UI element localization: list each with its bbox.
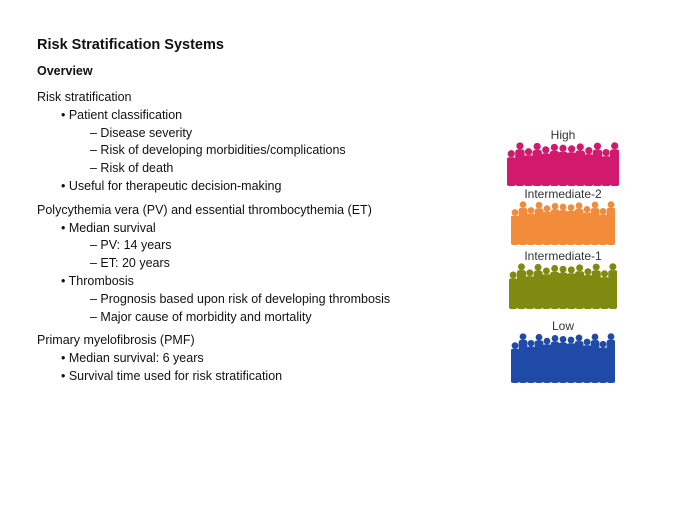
risk-group-label: Low bbox=[551, 319, 574, 333]
bullet-item: • Useful for therapeutic decision-making bbox=[61, 178, 282, 193]
risk-group-intermediate-1: Intermediate-1 bbox=[500, 249, 626, 309]
sub-bullet-item: – Risk of developing morbidities/complic… bbox=[90, 143, 346, 158]
section-heading: Polycythemia vera (PV) and essential thr… bbox=[37, 202, 372, 217]
bullet-item: • Median survival bbox=[61, 220, 156, 235]
section-pmf: Primary myelofibrosis (PMF) • Median sur… bbox=[37, 332, 477, 385]
sub-bullet-item: – PV: 14 years bbox=[90, 238, 172, 253]
bullet-item: • Thrombosis bbox=[61, 273, 134, 288]
section-heading: Risk stratification bbox=[37, 90, 132, 104]
risk-group-label: High bbox=[550, 128, 576, 142]
sub-bullet-item: – Disease severity bbox=[90, 125, 193, 140]
section-risk-stratification: Risk stratification • Patient classifica… bbox=[37, 89, 477, 196]
section-heading: Primary myelofibrosis (PMF) bbox=[37, 333, 195, 348]
slide-title: Risk Stratification Systems bbox=[37, 37, 224, 53]
sub-bullet-item: – Major cause of morbidity and mortality bbox=[90, 309, 312, 324]
people-crowd-icon bbox=[509, 263, 617, 309]
people-crowd-icon bbox=[511, 201, 615, 245]
bullet-content: Risk stratification • Patient classifica… bbox=[37, 89, 477, 392]
bullet-item: • Median survival: 6 years bbox=[61, 351, 204, 366]
slide-subtitle: Overview bbox=[37, 64, 93, 78]
sub-bullet-item: – ET: 20 years bbox=[90, 256, 170, 271]
sub-bullet-item: – Prognosis based upon risk of developin… bbox=[90, 291, 391, 306]
section-pv-et: Polycythemia vera (PV) and essential thr… bbox=[37, 202, 477, 327]
risk-group-label: Intermediate-1 bbox=[524, 249, 602, 263]
bullet-item: • Patient classification bbox=[61, 107, 183, 122]
risk-group-intermediate-2: Intermediate-2 bbox=[500, 187, 626, 245]
bullet-item: • Survival time used for risk stratifica… bbox=[61, 368, 283, 383]
people-crowd-icon bbox=[507, 142, 619, 186]
sub-bullet-item: – Risk of death bbox=[90, 161, 174, 176]
risk-group-high: High bbox=[500, 128, 626, 186]
risk-group-low: Low bbox=[500, 319, 626, 383]
risk-group-label: Intermediate-2 bbox=[524, 187, 602, 201]
people-crowd-icon bbox=[511, 333, 615, 383]
